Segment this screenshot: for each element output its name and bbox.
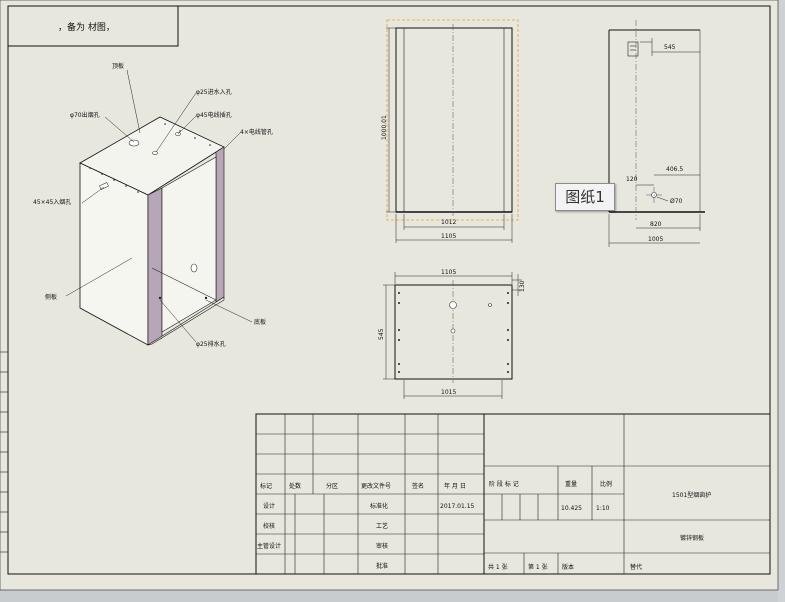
rev-header-sign: 签名 — [412, 482, 424, 490]
dim-top-bottom: 1015 — [441, 389, 456, 396]
side-view: 545 406.5 120 Ø70 820 1005 — [608, 20, 705, 247]
row-check: 校核 — [263, 522, 275, 530]
dim-top-width: 1105 — [441, 269, 456, 276]
version-label: 版本 — [562, 563, 574, 571]
row-review: 审核 — [376, 542, 388, 550]
rev-header-date: 年 月 日 — [444, 482, 466, 490]
dim-top-right: 130 — [519, 280, 526, 292]
isometric-view: 顶板 φ70出烟孔 φ25进水入孔 φ45电线插孔 4×电线管孔 45×45入烟… — [33, 62, 273, 348]
header-note-box — [7, 5, 179, 47]
rev-header-zone: 分区 — [326, 482, 338, 490]
label-smoke-inlet: 45×45入烟孔 — [33, 198, 71, 206]
row-process: 工艺 — [376, 522, 388, 530]
dim-side-small: 120 — [626, 176, 638, 183]
dim-side-bottom-a: 820 — [650, 221, 662, 228]
left-zone-marks — [0, 351, 8, 553]
label-bottom-plate: 底板 — [254, 318, 266, 326]
dim-front-outer-width: 1105 — [441, 233, 456, 240]
label-water-inlet: φ25进水入孔 — [196, 88, 232, 96]
front-view: 1000.01 1012 1105 — [381, 19, 519, 243]
dim-top-depth: 545 — [378, 328, 385, 340]
material: 镀锌钢板 — [680, 534, 704, 542]
dim-side-offset: 406.5 — [666, 166, 683, 173]
design-date: 2017.01.15 — [440, 503, 475, 510]
header-note: ，备为 材图， — [58, 21, 115, 33]
stage-label: 阶 段 标 记 — [489, 480, 519, 488]
scale-value: 1:10 — [596, 505, 610, 512]
label-drain-hole: φ25排水孔 — [196, 340, 226, 348]
label-wire-hole: 4×电线管孔 — [240, 128, 273, 136]
sheet-tooltip: 图纸1 — [555, 183, 615, 211]
title-block: 标记 处数 分区 更改文件号 签名 年 月 日 设计 校核 主管设计 标准化 工… — [255, 413, 771, 575]
sheet-no: 第 1 张 — [528, 563, 548, 571]
row-standard: 标准化 — [370, 502, 388, 510]
weight-value: 10.425 — [561, 505, 582, 512]
dim-side-bottom-b: 1005 — [648, 236, 663, 243]
rev-header-mark: 标记 — [260, 482, 272, 490]
label-exhaust-hole: φ70出烟孔 — [70, 111, 100, 119]
row-design: 设计 — [263, 502, 275, 510]
row-chief: 主管设计 — [257, 542, 281, 550]
rev-header-doc: 更改文件号 — [361, 482, 391, 490]
dim-side-dia: Ø70 — [670, 198, 683, 205]
dim-front-height: 1000.01 — [381, 115, 388, 140]
label-ash-hole: φ45电线插孔 — [196, 111, 232, 119]
replaces-label: 替代 — [630, 563, 642, 571]
scale-label: 比例 — [600, 480, 612, 488]
label-top-plate: 顶板 — [112, 62, 124, 70]
label-side-plate: 侧板 — [45, 293, 57, 301]
weight-label: 重量 — [565, 480, 577, 488]
vertical-scrollbar[interactable] — [778, 0, 785, 602]
sheets-total: 共 1 张 — [488, 563, 508, 571]
dim-side-top-width: 545 — [664, 44, 676, 51]
horizontal-scrollbar[interactable] — [0, 590, 778, 602]
rev-header-count: 处数 — [289, 482, 301, 490]
part-name: 1501型烟囱护 — [672, 491, 711, 499]
top-view: 1105 130 545 1015 — [378, 269, 526, 399]
dim-front-inner-width: 1012 — [441, 219, 456, 226]
selection-box[interactable] — [386, 19, 519, 221]
row-approve: 批准 — [376, 562, 388, 570]
